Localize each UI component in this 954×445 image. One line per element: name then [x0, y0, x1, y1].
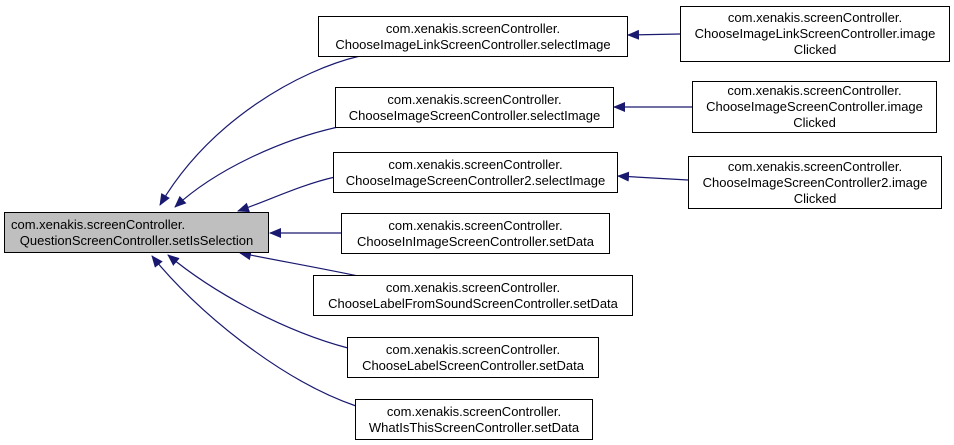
edge-imageclicked2-to-selectimage2 [617, 171, 689, 182]
node-line3: Clicked [793, 190, 837, 206]
node-line2: ChooseLabelFromSoundScreenController.set… [328, 295, 618, 311]
node-imageclicked-chooseimage2[interactable]: com.xenakis.screenController. ChooseImag… [688, 156, 942, 209]
node-caller-chooselabel-setdata[interactable]: com.xenakis.screenController. ChooseLabe… [347, 337, 599, 378]
node-line1: com.xenakis.screenController. [388, 217, 563, 233]
edge-whatisthis-to-root [151, 255, 357, 407]
edge-chooselabel-to-root [167, 254, 349, 349]
edge-imageclicked-link-to-selectimage [627, 29, 681, 40]
node-line2: ChooseImageLinkScreenController.selectIm… [335, 36, 611, 52]
node-caller-chooseimage-selectimage[interactable]: com.xenakis.screenController. ChooseImag… [335, 87, 614, 128]
node-line2: ChooseImageScreenController.selectImage [348, 107, 601, 123]
node-line1: com.xenakis.screenController. [727, 10, 903, 25]
node-line3: Clicked [793, 42, 837, 57]
node-caller-whatisthis-setdata[interactable]: com.xenakis.screenController. WhatIsThis… [355, 399, 593, 440]
node-line2: ChooseImageScreenController2.selectImage [345, 172, 606, 188]
node-line2: ChooseImageScreenController.image [706, 99, 923, 114]
node-caller-chooseimage2-selectimage[interactable]: com.xenakis.screenController. ChooseImag… [333, 152, 618, 193]
node-line1: com.xenakis.screenController. [727, 83, 902, 98]
node-line1: com.xenakis.screenController. [388, 156, 563, 172]
node-line3: Clicked [793, 115, 836, 130]
edge-chooselabelfromsound-to-root [239, 250, 359, 277]
node-caller-chooseimagelink-selectimage[interactable]: com.xenakis.screenController. ChooseImag… [318, 16, 628, 57]
node-root-setisselection[interactable]: com.xenakis.screenController. QuestionSc… [4, 212, 269, 253]
node-line1: com.xenakis.screenController. [385, 279, 561, 295]
node-line1: com.xenakis.screenController. [727, 158, 903, 174]
edge-selectimage-link-to-root [159, 55, 361, 206]
node-line2: ChooseLabelScreenController.setData [362, 357, 584, 373]
node-caller-chooseinimage-setdata[interactable]: com.xenakis.screenController. ChooseInIm… [341, 213, 610, 254]
node-line1: com.xenakis.screenController. [385, 20, 561, 36]
node-caller-chooselabelfromsound-setdata[interactable]: com.xenakis.screenController. ChooseLabe… [313, 275, 633, 316]
node-root-line2: QuestionScreenController.setIsSelection [19, 232, 254, 248]
node-line1: com.xenakis.screenController. [387, 91, 562, 107]
node-imageclicked-chooseimage[interactable]: com.xenakis.screenController. ChooseImag… [692, 81, 937, 133]
node-line2: ChooseImageLinkScreenController.image [694, 26, 936, 41]
node-root-line1: com.xenakis.screenController. [11, 216, 186, 232]
node-line2: ChooseImageScreenController2.image [702, 174, 928, 190]
node-line1: com.xenakis.screenController. [385, 341, 561, 357]
node-line2: WhatIsThisScreenController.setData [368, 419, 580, 435]
edge-selectimage2-to-root [237, 176, 336, 213]
node-line1: com.xenakis.screenController. [386, 403, 562, 419]
edge-selectimage-to-root [174, 126, 339, 208]
node-imageclicked-chooseimagelink[interactable]: com.xenakis.screenController. ChooseImag… [680, 6, 950, 62]
node-line2: ChooseInImageScreenController.setData [356, 233, 595, 249]
